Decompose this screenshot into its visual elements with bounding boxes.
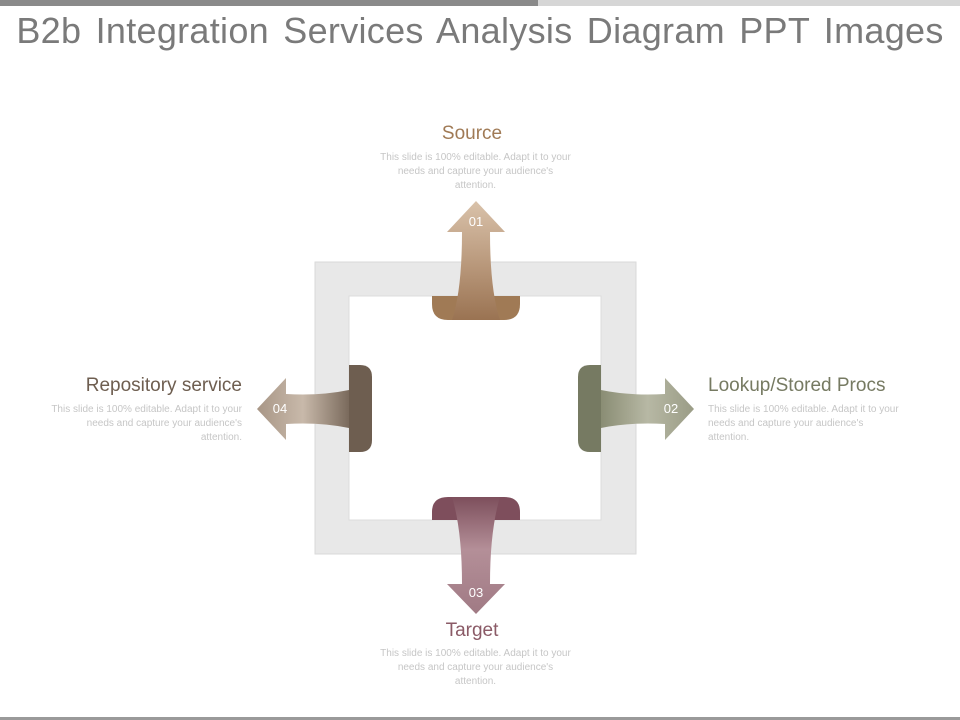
repository-arrow <box>257 378 349 440</box>
slide-title: B2b Integration Services Analysis Diagra… <box>16 10 944 51</box>
source-description: This slide is 100% editable. Adapt it to… <box>380 152 571 191</box>
target-description: This slide is 100% editable. Adapt it to… <box>380 648 571 687</box>
lookup-arrow <box>601 378 694 440</box>
top-accent-bar-dark <box>0 0 538 6</box>
lookup-heading: Lookup/Stored Procs <box>708 375 886 396</box>
lookup-tab <box>578 365 601 452</box>
inner-panel <box>348 295 602 521</box>
source-heading: Source <box>441 123 503 144</box>
target-arrow <box>447 497 505 614</box>
top-accent-bar-light <box>538 0 960 6</box>
repository-heading: Repository service <box>85 375 242 396</box>
target-heading: Target <box>445 620 499 641</box>
source-arrow <box>447 201 505 320</box>
lookup-number: 02 <box>663 401 679 416</box>
repository-tab <box>349 365 372 452</box>
lookup-description: This slide is 100% editable. Adapt it to… <box>708 404 899 443</box>
source-number: 01 <box>468 214 484 229</box>
repository-number: 04 <box>272 401 288 416</box>
target-number: 03 <box>468 585 484 600</box>
bottom-rule <box>0 717 960 720</box>
repository-description: This slide is 100% editable. Adapt it to… <box>51 404 242 443</box>
